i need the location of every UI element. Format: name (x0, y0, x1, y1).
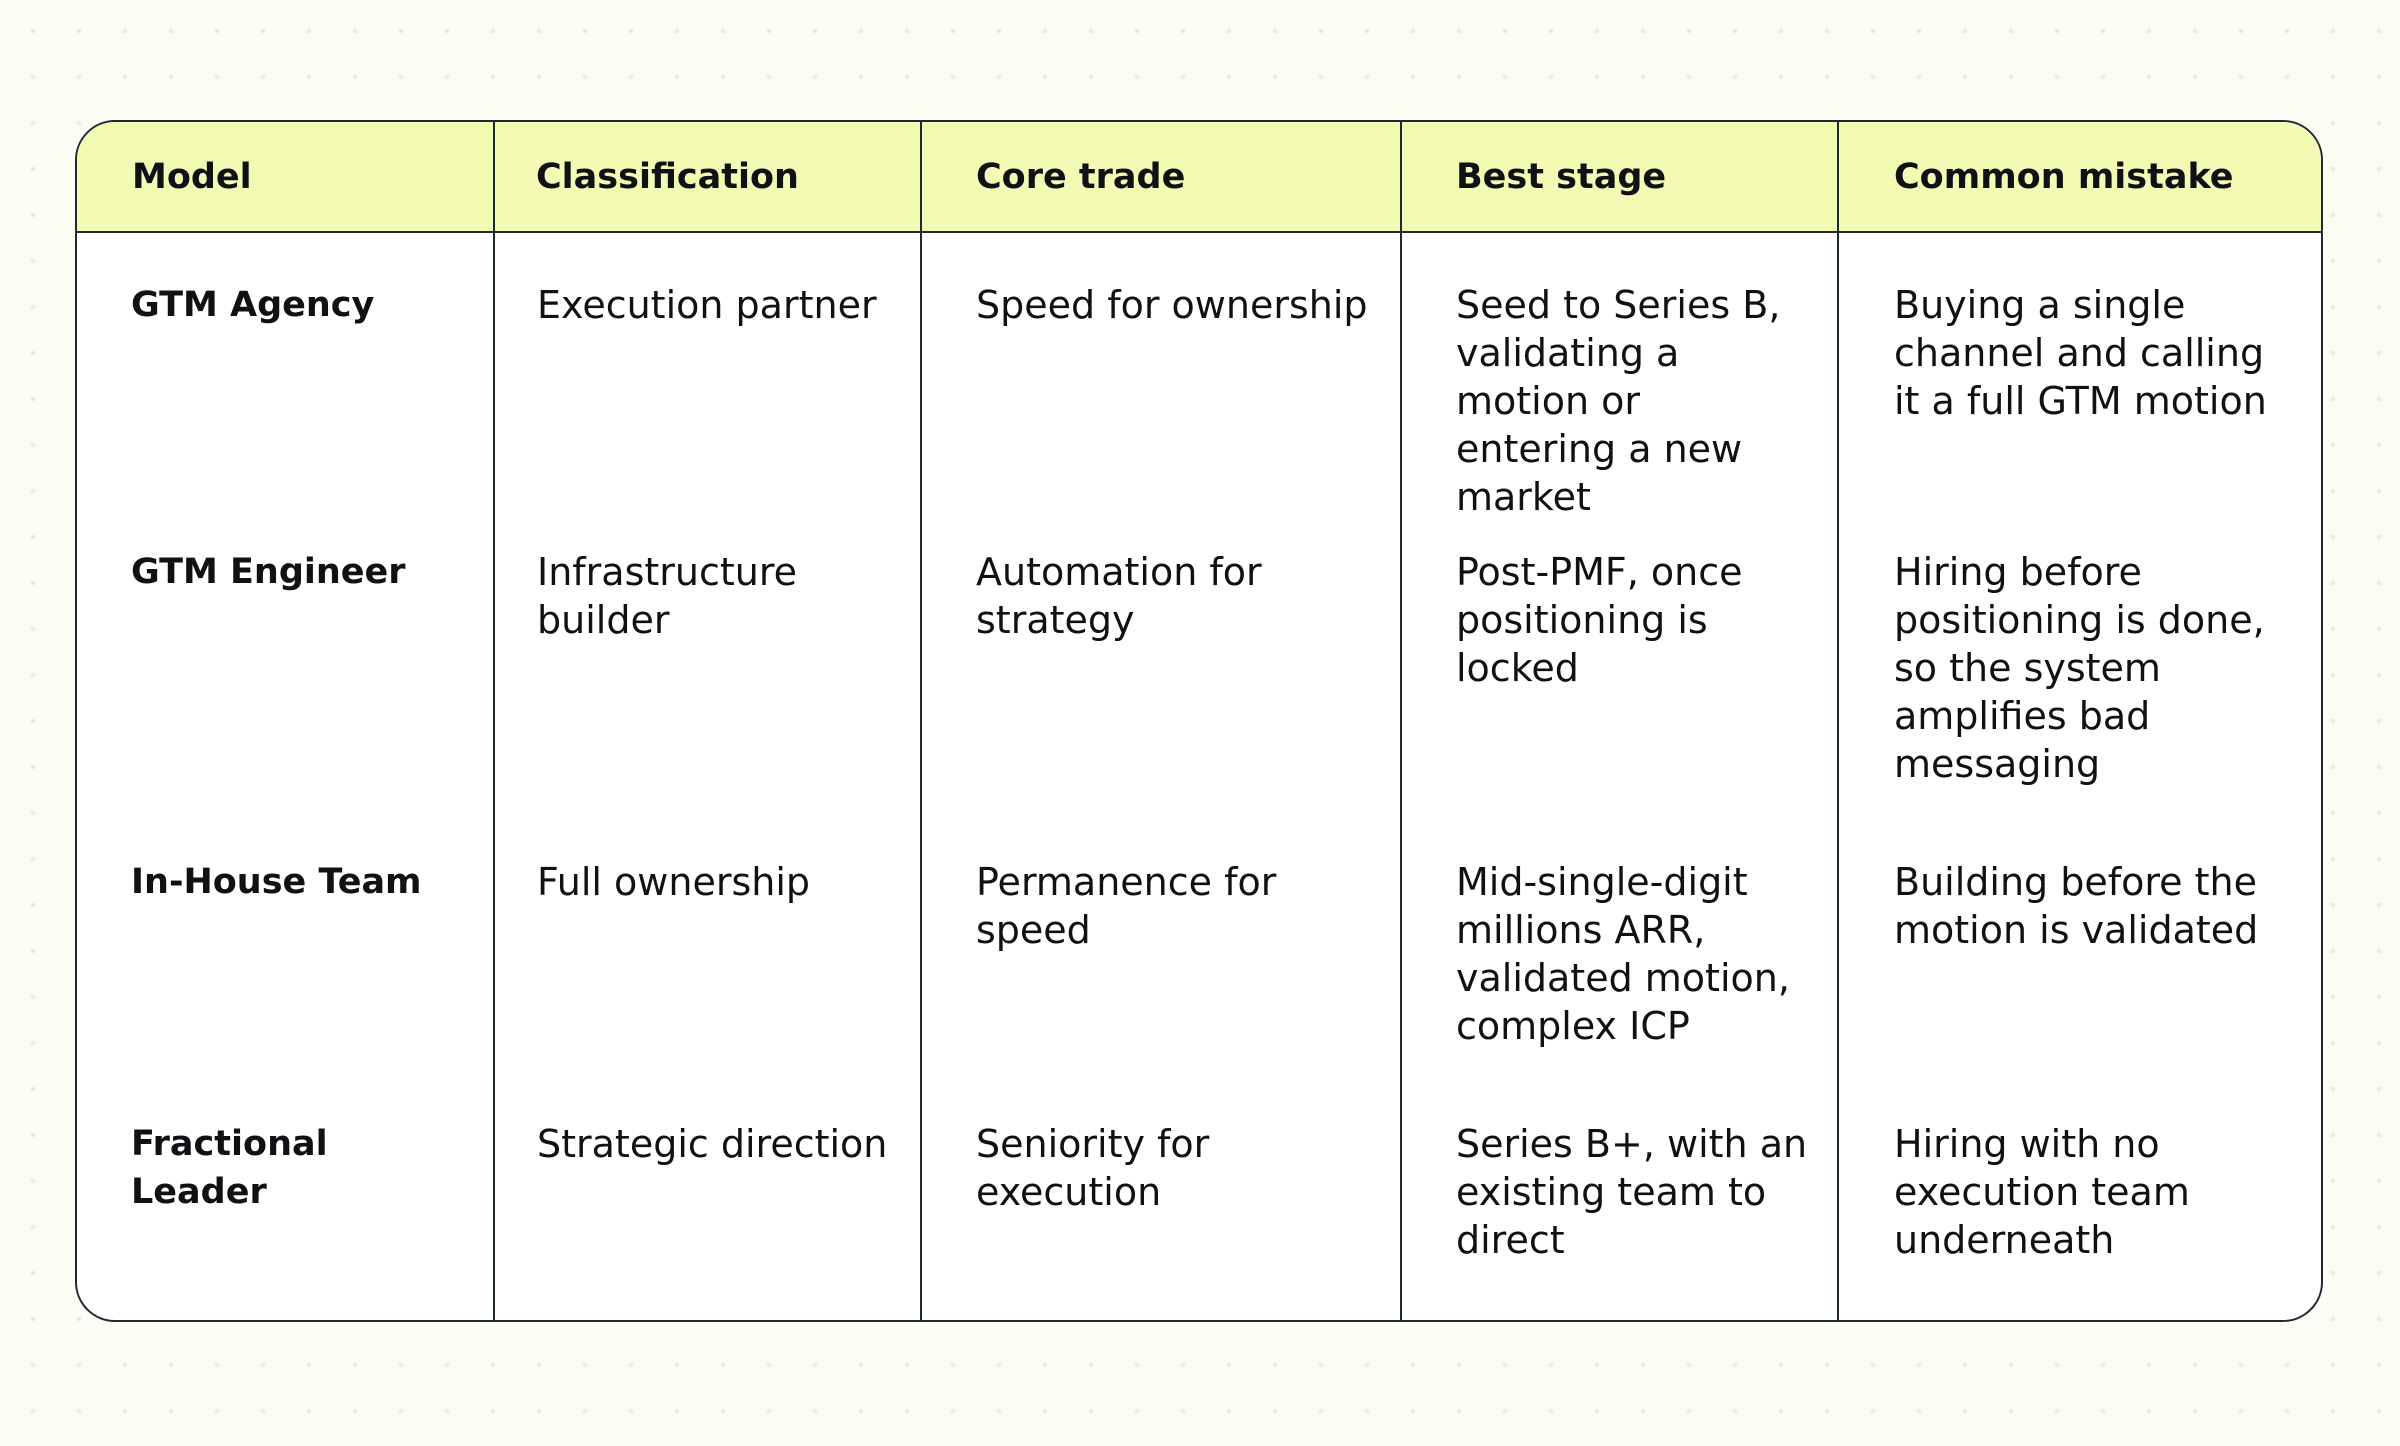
cell-model: In-House Team (131, 862, 422, 902)
cell-common-mistake: Hiring before positioning is done, so th… (1837, 522, 2321, 832)
cell-core-trade: Permanence for speed (920, 832, 1401, 1094)
cell-best-stage: Seed to Series B, validating a motion or… (1400, 232, 1838, 522)
cell-classification: Full ownership (493, 832, 921, 1094)
header-model: Model (77, 122, 494, 233)
cell-core-trade: Automation for strategy (920, 522, 1401, 832)
cell-best-stage: Series B+, with an existing team to dire… (1400, 1094, 1838, 1320)
cell-model: GTM Agency (131, 285, 375, 325)
cell-core-trade: Seniority for execution (920, 1094, 1401, 1320)
header-common-mistake: Common mistake (1837, 122, 2321, 233)
cell-common-mistake: Buying a single channel and calling it a… (1837, 232, 2321, 522)
cell-common-mistake: Hiring with no execution team underneath (1837, 1094, 2321, 1320)
cell-best-stage: Post-PMF, once positioning is locked (1400, 522, 1838, 832)
cell-common-mistake: Building before the motion is validated (1837, 832, 2321, 1094)
header-best-stage: Best stage (1400, 122, 1838, 233)
table-header-row: Model Classification Core trade Best sta… (77, 122, 2321, 233)
cell-core-trade: Speed for ownership (920, 232, 1401, 522)
table-row: Fractional Leader Strategic direction Se… (77, 1094, 2321, 1320)
comparison-table-card: Model Classification Core trade Best sta… (75, 120, 2323, 1322)
cell-model: GTM Engineer (131, 552, 406, 592)
header-core-trade: Core trade (920, 122, 1401, 233)
table-row: In-House Team Full ownership Permanence … (77, 832, 2321, 1094)
cell-classification: Infrastructure builder (493, 522, 921, 832)
cell-model: Fractional Leader (131, 1124, 328, 1212)
cell-classification: Execution partner (493, 232, 921, 522)
comparison-table: Model Classification Core trade Best sta… (77, 122, 2321, 1320)
table-row: GTM Engineer Infrastructure builder Auto… (77, 522, 2321, 832)
table-row: GTM Agency Execution partner Speed for o… (77, 232, 2321, 522)
header-classification: Classification (493, 122, 921, 233)
cell-classification: Strategic direction (493, 1094, 921, 1320)
cell-best-stage: Mid-single-digit millions ARR, validated… (1400, 832, 1838, 1094)
